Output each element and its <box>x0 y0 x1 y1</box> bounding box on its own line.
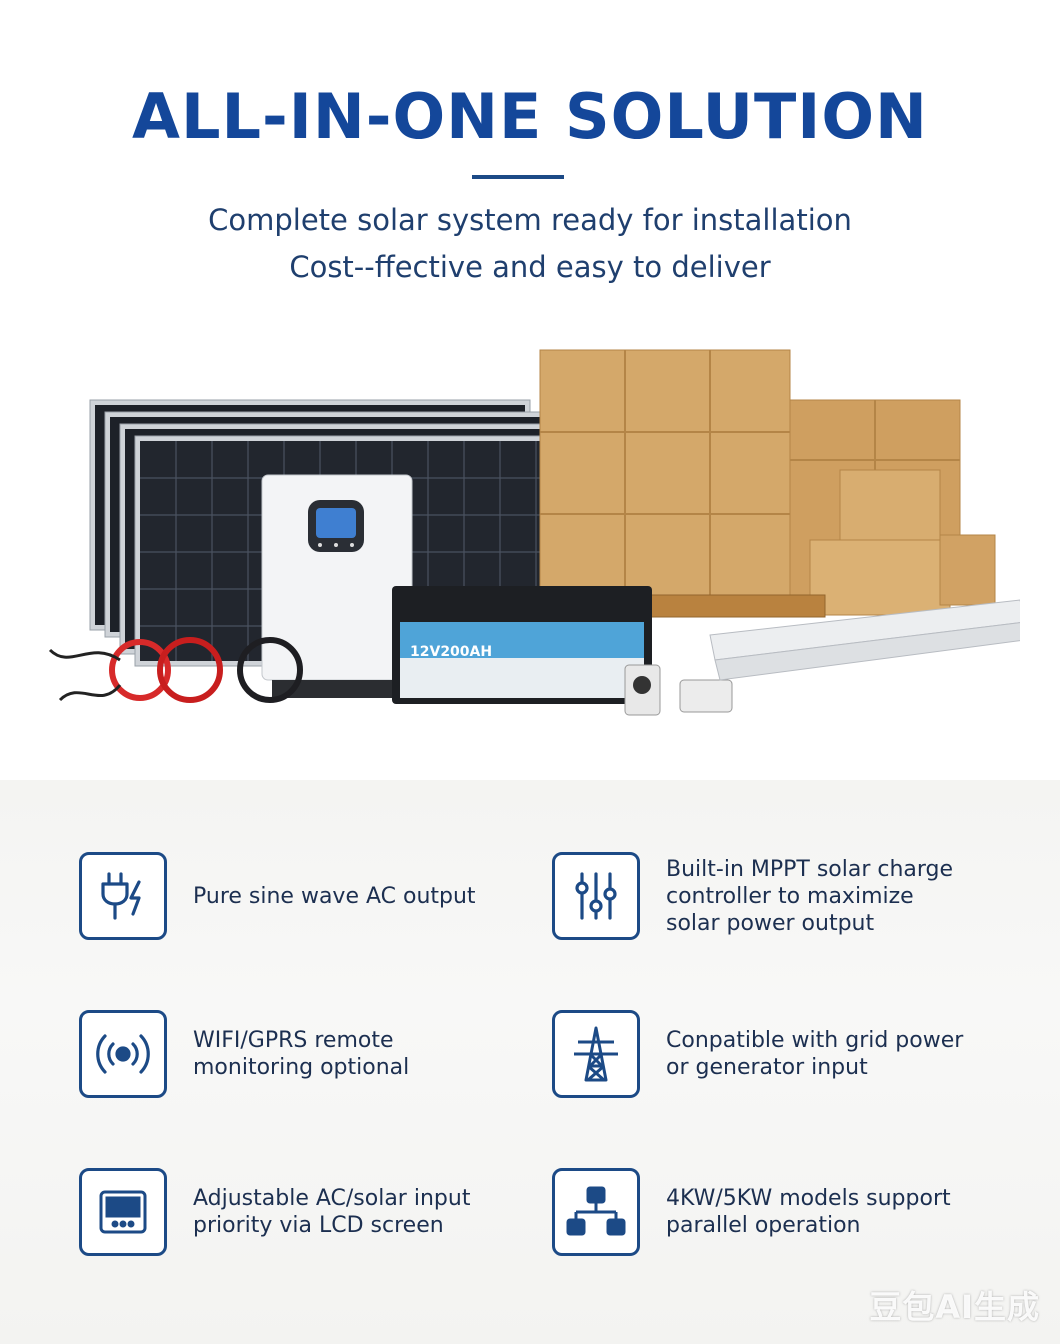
product-bundle-image: 12V200AH <box>48 349 1020 716</box>
page-title: ALL-IN-ONE SOLUTION <box>132 80 928 153</box>
dc-switches <box>624 664 733 716</box>
feature-remote-monitoring: WIFI/GPRS remote monitoring optional <box>79 1010 409 1098</box>
sliders-icon <box>552 852 640 940</box>
battery-label: 12V200AH <box>410 644 492 660</box>
feature-text: Pure sine wave AC output <box>193 883 476 909</box>
feature-parallel-operation: 4KW/5KW models support parallel operatio… <box>552 1168 951 1256</box>
hero-section: ALL-IN-ONE SOLUTION Complete solar syste… <box>48 80 1020 716</box>
lcd-screen-icon <box>79 1168 167 1256</box>
mounting-rails <box>709 599 1020 681</box>
wireless-signal-icon <box>79 1010 167 1098</box>
power-tower-icon <box>552 1010 640 1098</box>
feature-text: 4KW/5KW models support parallel operatio… <box>666 1186 951 1238</box>
cardboard-boxes <box>539 349 996 618</box>
subtitle-line-2: Cost--ffective and easy to deliver <box>289 250 771 284</box>
hybrid-inverter <box>261 474 413 698</box>
lithium-battery: 12V200AH <box>392 586 652 704</box>
feature-text: WIFI/GPRS remote monitoring optional <box>193 1028 410 1080</box>
feature-pure-sine-wave: Pure sine wave AC output <box>79 852 476 940</box>
feature-text: Built-in MPPT solar charge controller to… <box>666 856 954 936</box>
plug-lightning-icon <box>79 852 167 940</box>
feature-text: Adjustable AC/solar input priority via L… <box>193 1186 471 1238</box>
feature-mppt-controller: Built-in MPPT solar charge controller to… <box>552 852 953 940</box>
cable-coils <box>48 637 303 703</box>
network-hierarchy-icon <box>552 1168 640 1256</box>
feature-lcd-priority: Adjustable AC/solar input priority via L… <box>79 1168 470 1256</box>
feature-grid-compatible: Conpatible with grid power or generator … <box>552 1010 963 1098</box>
subtitle-line-1: Complete solar system ready for installa… <box>208 203 852 237</box>
features-section <box>0 780 1060 1344</box>
watermark: 豆包AI生成 <box>869 1288 1040 1326</box>
feature-text: Conpatible with grid power or generator … <box>666 1028 964 1080</box>
title-divider <box>472 175 564 179</box>
